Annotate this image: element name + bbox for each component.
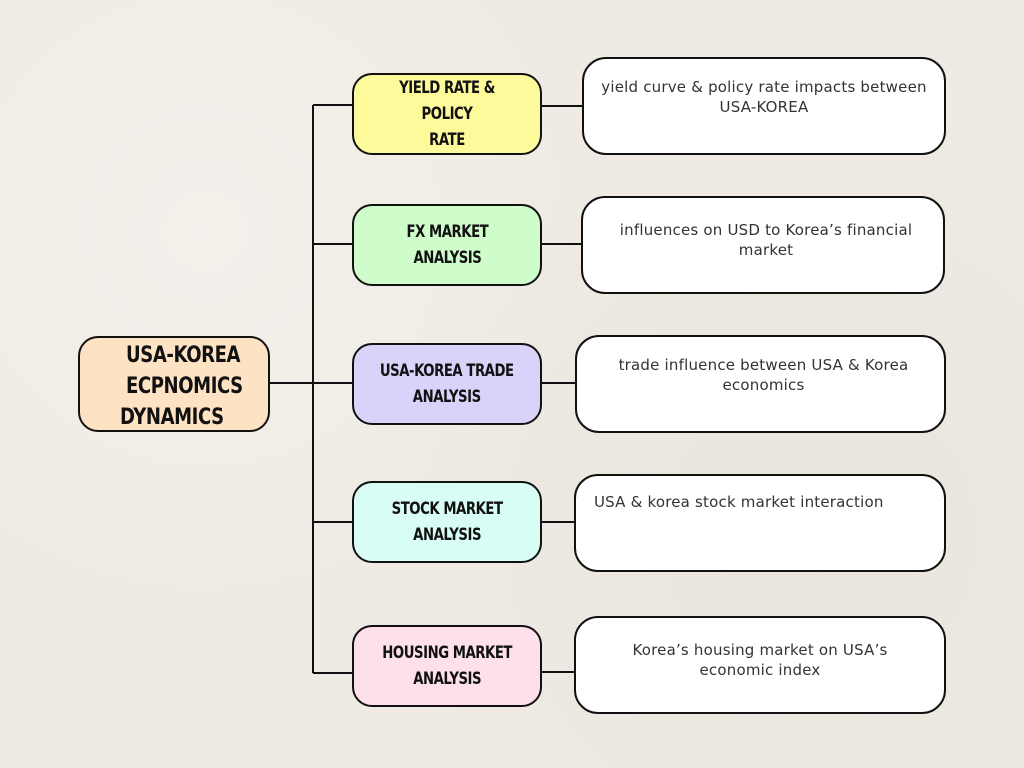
description-text: influences on USD to Korea’s financial m… — [619, 221, 913, 259]
branch-label-text: USA-KOREA TRADE ANALYSIS — [380, 361, 514, 407]
branch-label: HOUSING MARKET ANALYSIS — [354, 627, 540, 705]
description-text: Korea’s housing market on USA’s economic… — [632, 641, 888, 679]
branch-node-trade[interactable]: USA-KOREA TRADE ANALYSIS — [352, 343, 542, 425]
description-node-stock-market[interactable]: USA & korea stock market interaction — [574, 474, 946, 572]
root-label-line-2: ECPNOMICS — [126, 374, 243, 399]
description-text: yield curve & policy rate impacts betwee… — [601, 78, 927, 116]
branch-label-text: YIELD RATE & POLICY RATE — [399, 78, 495, 150]
branch-label: STOCK MARKET ANALYSIS — [354, 483, 540, 561]
branch-label: FX MARKET ANALYSIS — [354, 206, 540, 284]
branch-label: YIELD RATE & POLICY RATE — [354, 75, 540, 153]
root-node[interactable]: USA-KOREA ECPNOMICS DYNAMICS — [78, 336, 270, 432]
branch-node-fx-market[interactable]: FX MARKET ANALYSIS — [352, 204, 542, 286]
branch-label-text: FX MARKET ANALYSIS — [406, 222, 488, 268]
branch-node-housing-market[interactable]: HOUSING MARKET ANALYSIS — [352, 625, 542, 707]
branch-label-text: STOCK MARKET ANALYSIS — [391, 499, 503, 545]
branch-node-stock-market[interactable]: STOCK MARKET ANALYSIS — [352, 481, 542, 563]
branch-label: USA-KOREA TRADE ANALYSIS — [354, 345, 540, 423]
description-text: trade influence between USA & Korea econ… — [618, 356, 909, 394]
description-text: USA & korea stock market interaction — [594, 493, 884, 511]
description-node-trade[interactable]: trade influence between USA & Korea econ… — [575, 335, 946, 433]
root-label-line-1: USA-KOREA — [126, 343, 241, 368]
description-node-fx-market[interactable]: influences on USD to Korea’s financial m… — [581, 196, 945, 294]
branch-node-yield-rate[interactable]: YIELD RATE & POLICY RATE — [352, 73, 542, 155]
description-node-yield-rate[interactable]: yield curve & policy rate impacts betwee… — [582, 57, 946, 155]
root-label-line-3: DYNAMICS — [120, 405, 224, 430]
description-node-housing-market[interactable]: Korea’s housing market on USA’s economic… — [574, 616, 946, 714]
branch-label-text: HOUSING MARKET ANALYSIS — [382, 643, 512, 689]
